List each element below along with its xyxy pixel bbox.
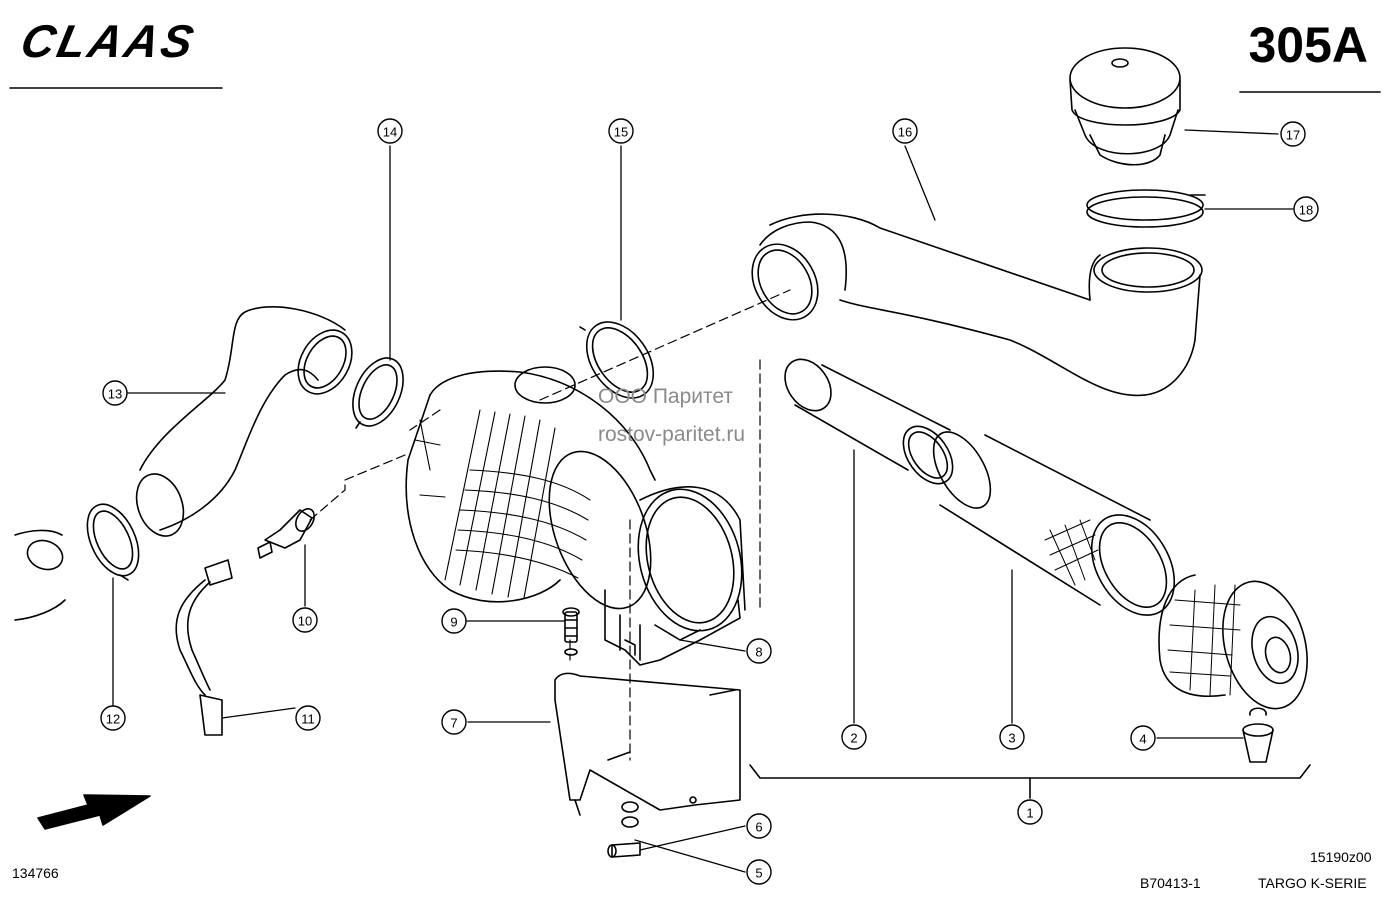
callout-2: 2: [841, 724, 867, 750]
callout-3: 3: [999, 724, 1025, 750]
callout-9: 9: [441, 608, 467, 634]
svg-text:14: 14: [383, 125, 397, 140]
svg-text:15: 15: [614, 125, 628, 140]
part-6-washers: [621, 801, 639, 828]
part-2-safety-element: [784, 358, 954, 485]
svg-text:7: 7: [450, 716, 457, 731]
svg-text:2: 2: [850, 731, 857, 746]
callout-14: 14: [377, 118, 403, 144]
assembly-axis-lines: [309, 289, 791, 761]
footer-left-code: 134766: [12, 865, 59, 881]
footer-revision-code: 15190z00: [1310, 849, 1372, 865]
part-5-screw: [607, 842, 641, 858]
callout-12: 12: [100, 705, 126, 731]
svg-text:5: 5: [755, 866, 762, 881]
callout-7: 7: [441, 709, 467, 735]
svg-text:16: 16: [898, 125, 912, 140]
svg-text:12: 12: [106, 712, 120, 727]
part-18-hose-clamp: [1086, 189, 1206, 228]
direction-arrow: [37, 794, 151, 830]
callout-1: 1: [1017, 799, 1043, 825]
svg-text:8: 8: [755, 645, 762, 660]
svg-text:1: 1: [1026, 806, 1033, 821]
housing-cover: [1158, 574, 1308, 710]
callout-5: 5: [746, 859, 772, 885]
callout-17: 17: [1280, 121, 1306, 147]
part-8-mounting-bracket: [604, 589, 741, 666]
callout-11: 11: [295, 705, 321, 731]
callout-18: 18: [1293, 196, 1319, 222]
footer-series: TARGO K-SERIE: [1258, 875, 1367, 891]
engine-pipe-stub: [14, 529, 66, 621]
part-10-pressure-sensor: [257, 508, 315, 559]
part-17-pre-cleaner-cap: [1069, 47, 1181, 166]
svg-text:18: 18: [1299, 203, 1313, 218]
svg-text:11: 11: [301, 712, 315, 727]
watermark-url: rostov-paritet.ru: [598, 423, 746, 446]
watermark-company: ООО Паритет: [598, 385, 734, 408]
part-7-bracket-plate: [554, 672, 741, 816]
part-14-hose-clamp: [352, 357, 404, 429]
air-filter-housing: [405, 366, 746, 632]
part-3-main-filter-element: [932, 431, 1176, 616]
part-12-hose-clamp: [86, 503, 140, 581]
group-1-bracket: [749, 764, 1311, 779]
callout-8: 8: [746, 638, 772, 664]
part-13-inlet-hose: [135, 306, 353, 537]
callout-10: 10: [292, 607, 318, 633]
brand-logo: CLAAS: [16, 15, 201, 67]
callout-13: 13: [102, 380, 128, 406]
callout-6: 6: [746, 813, 772, 839]
callout-leaders: [112, 129, 1294, 873]
svg-text:6: 6: [755, 820, 762, 835]
part-15-hose-clamp: [579, 321, 655, 399]
part-16-outlet-hose: [751, 213, 1203, 397]
callout-4: 4: [1130, 725, 1156, 751]
callout-15: 15: [608, 118, 634, 144]
svg-text:13: 13: [108, 387, 122, 402]
page-code: 305A: [1248, 17, 1368, 73]
part-4-dust-valve: [1242, 707, 1274, 763]
svg-text:9: 9: [450, 615, 457, 630]
svg-text:10: 10: [298, 614, 312, 629]
footer-drawing-number: B70413-1: [1140, 875, 1201, 891]
part-9-bolt: [562, 607, 580, 656]
svg-text:3: 3: [1008, 731, 1015, 746]
part-11-wire-harness: [175, 559, 233, 736]
callout-16: 16: [892, 118, 918, 144]
svg-text:4: 4: [1139, 732, 1146, 747]
svg-text:17: 17: [1286, 128, 1300, 143]
